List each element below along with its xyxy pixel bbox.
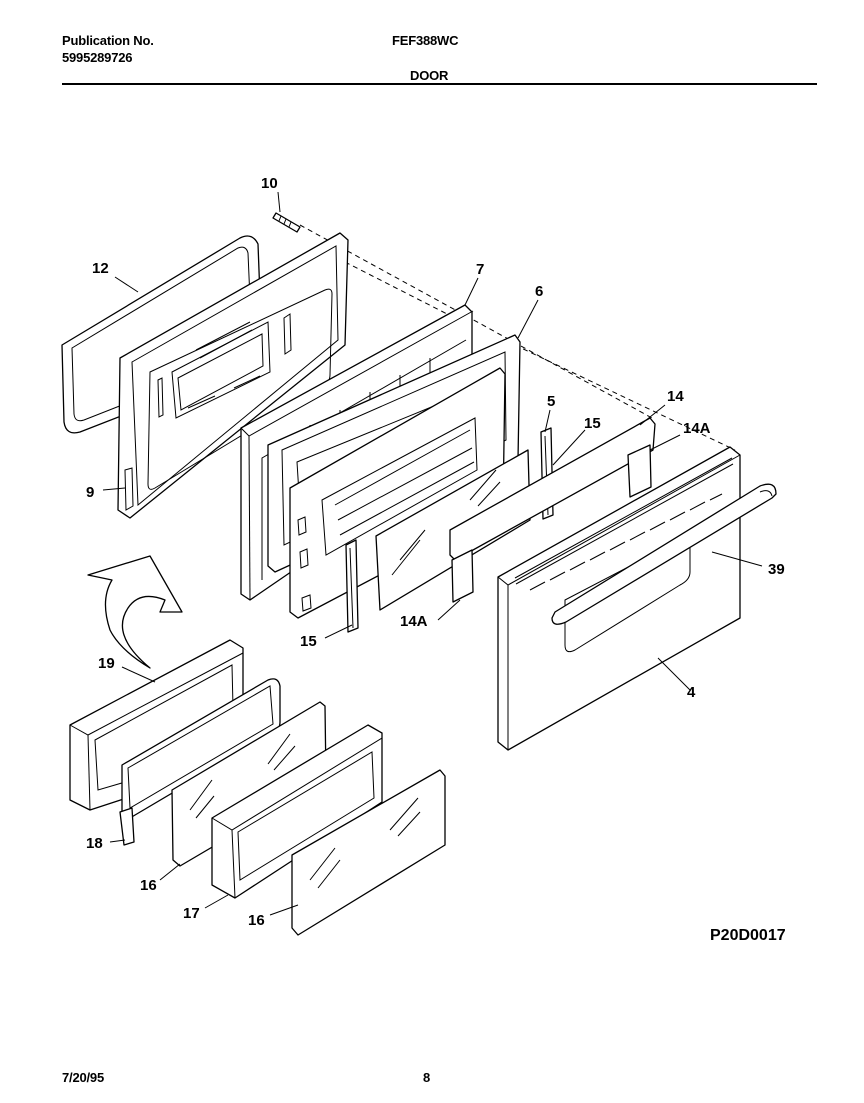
glass-part-16-lower (291, 769, 446, 936)
callout-15-lower: 15 (300, 633, 317, 650)
screw-part-10 (272, 212, 301, 233)
callout-4: 4 (687, 684, 696, 701)
callout-14: 14 (667, 388, 684, 405)
callout-9: 9 (86, 484, 94, 501)
frame-part-17 (211, 724, 383, 899)
publication-label: Publication No. (62, 33, 154, 48)
callout-18: 18 (86, 835, 103, 852)
callout-7: 7 (476, 261, 484, 278)
callout-39: 39 (768, 561, 785, 578)
handle-part-39 (551, 483, 777, 625)
callout-16-lower: 16 (248, 912, 265, 929)
leader-lines (102, 191, 763, 916)
callout-14a-upper: 14A (683, 420, 711, 437)
publication-number: 5995289726 (62, 50, 133, 65)
callout-6: 6 (535, 283, 543, 300)
callouts: 10 12 7 6 9 5 15 14 14A 39 15 14A 4 19 1… (86, 175, 785, 929)
callout-16-upper: 16 (140, 877, 157, 894)
callout-12: 12 (92, 260, 109, 277)
inner-panel-part-9 (117, 232, 349, 519)
callout-14a-lower: 14A (400, 613, 428, 630)
hinge-part-15-left (345, 539, 359, 633)
footer-date: 7/20/95 (62, 1070, 104, 1085)
shield-part-14 (449, 417, 656, 603)
callout-17: 17 (183, 905, 200, 922)
callout-10: 10 (261, 175, 278, 192)
callout-15-upper: 15 (584, 415, 601, 432)
section-title: DOOR (410, 68, 449, 83)
header-rule (62, 83, 817, 85)
panel-part-5 (289, 367, 506, 619)
callout-19: 19 (98, 655, 115, 672)
model-number: FEF388WC (392, 33, 459, 48)
diagram-code: P20D0017 (710, 927, 786, 944)
callout-5: 5 (547, 393, 555, 410)
assembly-arrow-icon (87, 555, 183, 669)
footer-page-number: 8 (423, 1070, 431, 1085)
